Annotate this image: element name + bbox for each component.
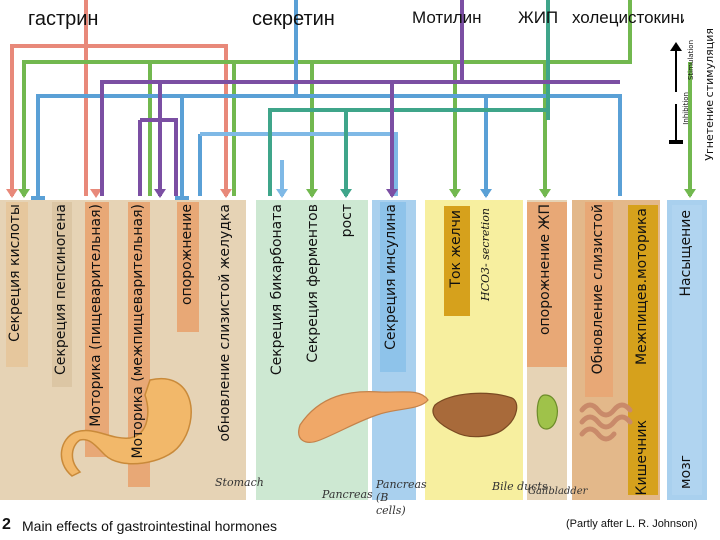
legend-stimulation-arrow [670,42,682,51]
label-stripe [128,202,150,487]
motilin-line [140,118,178,196]
gastrin-line [10,0,88,196]
hormone-motilin: Мотилин [412,8,482,27]
label-stripe [628,205,658,495]
label-mucosa-renewal: Обновление слизистой [590,204,606,375]
organ-label-brain: мозг [678,455,694,489]
organ-label-intestine: Кишечник [634,420,650,496]
label-bile-flow: Ток желчи [448,210,464,288]
legend-stimulation: стимуляция [703,28,716,98]
cck-arrow [18,189,30,198]
gip-line [268,0,550,196]
organ-label-pancreas: Pancreas [322,488,373,501]
liver-illustration [432,392,518,438]
secretin-line [200,132,398,196]
gastrin-arrow [220,189,232,198]
label-interdigestive-motility: Моторика (межпищеварительная) [130,204,146,459]
figure-title: Main effects of gastrointestinal hormone… [22,518,277,534]
label-gallbladder-emptying: опорожнение ЖП [537,204,553,336]
secretin-line [296,94,622,196]
gastrin-arrow [6,189,18,198]
label-acid-secretion: Секреция кислоты [7,204,23,342]
organ-label-stomach: Stomach [215,476,264,489]
gip-arrow [340,189,352,198]
cck-arrow [539,189,551,198]
label-satiety: Насыщение [678,210,694,297]
intestine-shape [579,402,633,442]
legend-inhibition-en: Inhibition [682,92,690,125]
gastrin-line [86,44,228,196]
label-hco3-secretion: HCO3- secretion [479,208,492,301]
label-digestive-motility: Моторика (пищеварительная) [88,204,104,427]
label-stripe [52,202,72,387]
secretin-arrow [276,189,288,198]
label-stripe [380,202,406,372]
label-stripe [208,202,246,472]
intestine-illustration [579,402,633,442]
gastrin-arrow [90,189,102,198]
gallbladder-shape [536,394,558,430]
hormone-gastrin: гастрин [28,8,99,30]
organ-label-pancreas-b: Pancreas (B cells) [376,478,427,517]
bile-ducts-panel [425,200,523,500]
liver-shape [432,392,518,438]
label-enzyme-secretion: Секреция ферментов [305,204,321,363]
motilin-arrow [386,189,398,198]
secretin-arrow [480,189,492,198]
cck-line [22,0,632,196]
legend-inhibition: Угнетение [703,100,716,161]
pancreas-shape [298,391,429,443]
label-stripe [177,202,199,332]
legend-stimulation-en: Stimulation [687,40,695,81]
label-stripe [6,202,28,367]
cck-arrow [306,189,318,198]
label-stripe [85,202,109,457]
motilin-arrow [154,189,166,198]
pancreas-illustration [298,391,429,443]
label-gastric-mucosa-renewal: обновление слизистой желудка [217,204,233,442]
hormone-secretin: секретин [252,8,335,30]
organ-label-bile-ducts: Bile ducts [492,480,548,493]
organ-label-gallbladder: Gallbladder [528,486,588,497]
label-interdigestive-motility-intestine: Межпищев.моторика [634,208,650,365]
label-insulin-secretion: Секреция инсулина [383,204,399,350]
label-pepsinogen-secretion: Секреция пепсиногена [53,204,69,375]
hormone-gip: ЖИП [518,8,559,27]
figure-number: 2 [2,516,11,533]
stomach-illustration [60,377,192,477]
cck-arrow [449,189,461,198]
secretin-line [36,0,298,196]
label-stripe [672,205,702,495]
hormone-cck: холецистокинин [572,8,684,27]
label-bicarbonate-secretion: Секреция бикарбоната [269,204,285,376]
label-growth: рост [339,204,355,238]
motilin-line [100,0,464,196]
label-stripe [527,202,567,367]
figure-credit: (Partly after L. R. Johnson) [566,518,698,530]
label-stripe [585,202,613,397]
cck-arrow [684,189,696,198]
stomach-shape [60,377,192,477]
label-stripe [444,206,470,316]
gallbladder-illustration [536,394,558,430]
label-gastric-emptying: опорожнение [179,204,195,305]
pancreas-panel [256,200,368,500]
